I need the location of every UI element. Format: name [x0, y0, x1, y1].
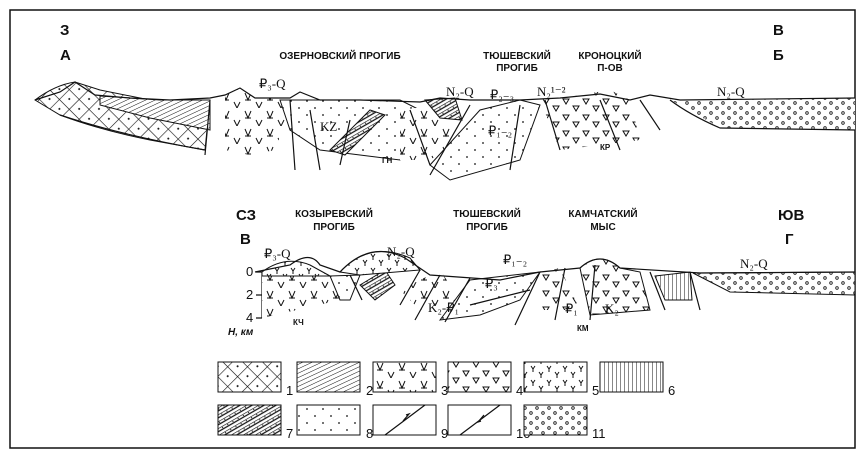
region-tyushevsky-2: ПРОГИБ	[496, 63, 538, 74]
region-ozernovsky: ОЗЕРНОВСКИЙ ПРОГИБ	[279, 49, 400, 62]
legend-item-4: 4	[447, 361, 523, 398]
unit-label: ₽₁₋₂	[503, 252, 527, 267]
legend-number: 8	[366, 426, 373, 441]
unit-label: ₽₁₋₂	[488, 123, 512, 138]
unit-label: N₂-Q	[717, 84, 745, 99]
structure-code: КР	[600, 143, 611, 152]
unit-label: ₽₃-Q	[259, 76, 286, 91]
unit-label: ₽₃-Q	[264, 246, 291, 261]
legend-number: 6	[668, 383, 675, 398]
figure-frame	[9, 9, 856, 449]
legend-item-9: 9	[372, 404, 448, 441]
legend-number: 4	[516, 383, 523, 398]
region-tyushevsky-2: ПРОГИБ	[466, 222, 508, 233]
legend-item-2: 2	[296, 361, 373, 398]
structure-code: КЧ	[293, 318, 304, 327]
legend-item-7: 7	[217, 404, 293, 441]
legend-item-3: 3	[372, 361, 448, 398]
legend-number: 5	[592, 383, 599, 398]
structure-code: ГН	[382, 156, 393, 165]
point-a: А	[60, 47, 71, 64]
region-kronotsky-2: П-ОВ	[597, 63, 623, 74]
region-kozyrevsky-1: КОЗЫРЕВСКИЙ	[295, 207, 373, 220]
unit-label: KZ	[320, 119, 337, 134]
axis-tick: 0	[246, 264, 253, 279]
unit-label: N₂-Q	[387, 244, 415, 259]
direction-west: З	[60, 22, 69, 39]
axis-tick: 4	[246, 310, 253, 325]
unit-label: N₂-Q	[446, 84, 474, 99]
unit-label: ₽₃	[485, 276, 498, 291]
legend: 1 2 3 4 5 6 7 8 9 10 11	[217, 361, 675, 441]
region-kamchatsky-1: КАМЧАТСКИЙ	[568, 207, 637, 220]
axis-label: H, км	[228, 327, 254, 338]
depth-axis: 0 2 4 H, км	[228, 264, 263, 338]
region-tyushevsky-1: ТЮШЕВСКИЙ	[453, 207, 521, 220]
point-g: Г	[785, 231, 794, 248]
axis-tick: 2	[246, 287, 253, 302]
legend-item-10: 10	[447, 404, 530, 441]
legend-number: 3	[441, 383, 448, 398]
region-kronotsky-1: КРОНОЦКИЙ	[578, 49, 641, 62]
legend-number: 11	[592, 426, 606, 441]
unit-label: K₂	[605, 301, 619, 316]
legend-item-5: 5	[523, 361, 599, 398]
section-a-b: З А В Б ОЗЕРНОВСКИЙ ПРОГИБ ТЮШЕВСКИЙ ПРО…	[34, 22, 856, 181]
region-kamchatsky-2: МЫС	[590, 222, 615, 233]
point-v: В	[240, 231, 251, 248]
structure-code: КМ	[577, 324, 589, 333]
point-b: Б	[773, 47, 784, 64]
unit-label: K₂-₽₁	[428, 300, 459, 315]
legend-number: 7	[286, 426, 293, 441]
legend-number: 1	[286, 383, 293, 398]
legend-number: 2	[366, 383, 373, 398]
unit-label: N₂¹⁻²	[537, 84, 566, 99]
legend-item-11: 11	[523, 404, 606, 441]
region-kozyrevsky-2: ПРОГИБ	[313, 222, 355, 233]
legend-number: 9	[441, 426, 448, 441]
section-v-g: СЗ В ЮВ Г КОЗЫРЕВСКИЙ ПРОГИБ ТЮШЕВСКИЙ П…	[228, 207, 856, 338]
unit-label: N₂-Q	[740, 256, 768, 271]
direction-northwest: СЗ	[236, 207, 256, 224]
legend-item-6: 6	[599, 361, 675, 398]
region-tyushevsky-1: ТЮШЕВСКИЙ	[483, 49, 551, 62]
direction-southeast: ЮВ	[778, 207, 804, 224]
unit-label: ₽₂₋₃	[490, 87, 514, 102]
legend-item-1: 1	[217, 361, 293, 398]
unit-label: ₽₁	[565, 301, 578, 316]
direction-east: В	[773, 22, 784, 39]
legend-item-8: 8	[296, 404, 373, 441]
